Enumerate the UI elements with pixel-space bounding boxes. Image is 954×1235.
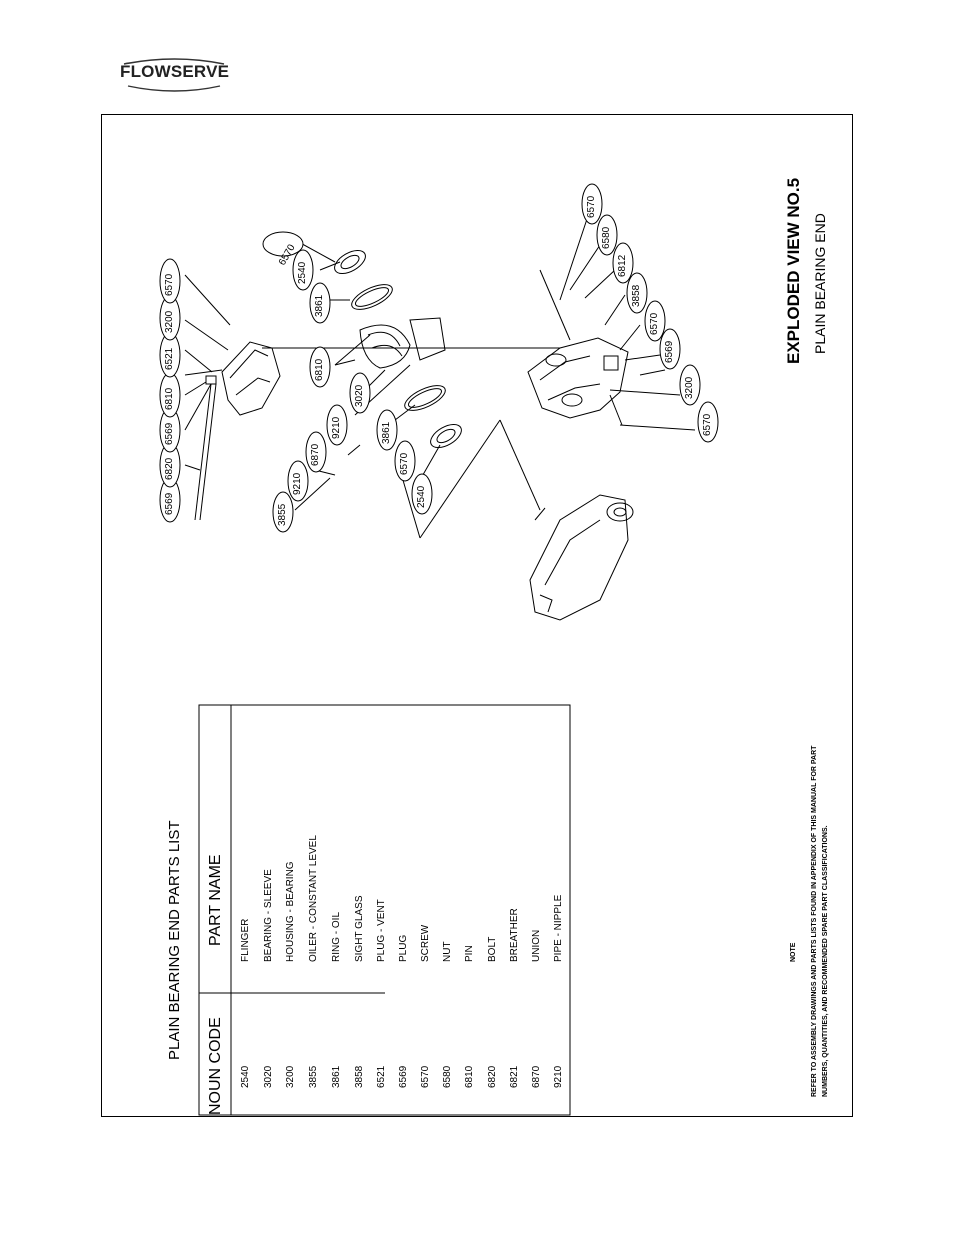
row-name: BEARING - SLEEVE	[263, 869, 274, 962]
callout-6569-a: 6569	[164, 492, 175, 515]
callout-6569-b: 6569	[164, 422, 175, 445]
callout-6810-b-bubble	[309, 346, 331, 388]
callout-6570-b-bubble	[262, 231, 304, 257]
row-code: 6521	[376, 1065, 387, 1088]
callout-6569-c-bubble	[659, 328, 681, 370]
callout-6570-a-bubble	[159, 258, 181, 304]
row-name: FLINGER	[240, 918, 251, 962]
callout-3020: 3020	[354, 384, 365, 407]
oil-ring-upper	[351, 284, 393, 310]
row-name: NUT	[442, 941, 453, 962]
callout-6570-f: 6570	[702, 413, 713, 436]
drawing-subtitle: PLAIN BEARING END	[812, 213, 828, 354]
flowserve-logo: FLOWSERVE	[120, 58, 230, 92]
row-name: PLUG	[398, 934, 409, 962]
bearing-sleeve-part	[359, 317, 446, 369]
callout-6810-b: 6810	[314, 358, 325, 381]
callout-6820: 6820	[164, 457, 175, 480]
row-name: BREATHER	[509, 908, 520, 962]
column-header-part-name: PART NAME	[207, 854, 224, 946]
pump-casing-part	[529, 494, 634, 621]
drawing-frame	[101, 114, 853, 1117]
callout-3858-bubble	[626, 272, 648, 314]
bearing-housing-part	[527, 269, 629, 419]
callout-6570-a: 6570	[164, 273, 175, 296]
callout-6570-d: 6570	[586, 195, 597, 218]
callout-3861-a-bubble	[309, 282, 331, 324]
callout-2540-b-bubble	[411, 473, 433, 515]
row-code: 2540	[240, 1065, 251, 1088]
row-code: 6870	[531, 1065, 542, 1088]
callout-6570-d-bubble	[581, 183, 603, 225]
row-name: BOLT	[487, 936, 498, 962]
callout-3020-bubble	[349, 372, 371, 414]
callout-3855: 3855	[277, 503, 288, 526]
row-code: 6810	[464, 1065, 475, 1088]
callout-bubbles	[159, 183, 719, 533]
column-header-noun-code: NOUN CODE	[207, 1017, 224, 1115]
callout-2540-a: 2540	[297, 261, 308, 284]
callout-9210-a: 9210	[331, 416, 342, 439]
row-code: 6820	[487, 1065, 498, 1088]
callout-6570-e: 6570	[649, 312, 660, 335]
flinger-ring-upper	[334, 249, 366, 275]
callout-3861-b-bubble	[376, 409, 398, 451]
logo-swoosh-icon	[123, 58, 225, 92]
callout-6570-c: 6570	[399, 452, 410, 475]
callout-6580: 6580	[601, 226, 612, 249]
row-code: 6569	[398, 1065, 409, 1088]
callout-3861-b: 3861	[381, 421, 392, 444]
callout-3858: 3858	[631, 284, 642, 307]
callout-2540-b: 2540	[416, 485, 427, 508]
row-name: PIN	[464, 945, 475, 962]
callout-6870-bubble	[305, 431, 327, 473]
callout-9210-b-bubble	[287, 460, 309, 502]
callout-6521: 6521	[164, 347, 175, 370]
row-name: SIGHT GLASS	[354, 895, 365, 962]
row-name: OILER - CONSTANT LEVEL	[308, 835, 319, 962]
row-code: 3858	[354, 1065, 365, 1088]
callout-6870: 6870	[310, 443, 321, 466]
callout-3855-bubble	[272, 491, 294, 533]
row-name: PIPE - NIPPLE	[553, 894, 564, 962]
callout-6570-f-bubble	[697, 401, 719, 443]
row-code: 3200	[285, 1065, 296, 1088]
row-code: 3855	[308, 1065, 319, 1088]
parts-list-title: PLAIN BEARING END PARTS LIST	[166, 820, 183, 1060]
callout-6569-c: 6569	[664, 340, 675, 363]
row-name: RING - OIL	[331, 911, 342, 962]
row-name: UNION	[531, 929, 542, 962]
row-code: 6821	[509, 1065, 520, 1088]
drawing-title: EXPLODED VIEW NO.5	[784, 177, 803, 364]
note-heading: NOTE	[790, 942, 797, 962]
parts-table-frame	[198, 704, 571, 1116]
callout-6812-bubble	[612, 242, 634, 284]
row-code: 3861	[331, 1065, 342, 1088]
row-name: SCREW	[420, 924, 431, 962]
note-line-2: NUMBERS, QUANTITIES, AND RECOMMENDED SPA…	[822, 825, 829, 1097]
callout-6570-e-bubble	[644, 300, 666, 342]
flinger-ring-lower	[430, 423, 462, 449]
callout-3200-b-bubble	[679, 364, 701, 406]
row-code: 6570	[420, 1065, 431, 1088]
row-name: HOUSING - BEARING	[285, 861, 296, 962]
callout-3200-a: 3200	[164, 310, 175, 333]
callout-3200-b: 3200	[684, 376, 695, 399]
callout-6580-bubble	[596, 214, 618, 256]
row-name: PLUG - VENT	[376, 899, 387, 962]
callout-9210-b: 9210	[292, 472, 303, 495]
callout-6812: 6812	[617, 254, 628, 277]
callout-9210-a-bubble	[326, 404, 348, 446]
oil-ring-lower	[404, 385, 446, 411]
row-code: 3020	[263, 1065, 274, 1088]
row-code: 9210	[553, 1065, 564, 1088]
note-line-1: REFER TO ASSEMBLY DRAWINGS AND PARTS LIS…	[811, 745, 818, 1097]
row-code: 6580	[442, 1065, 453, 1088]
callout-6570-c-bubble	[394, 440, 416, 482]
callout-6810-a: 6810	[164, 387, 175, 410]
logo-text: FLOWSERVE	[120, 62, 230, 81]
callout-2540-a-bubble	[292, 249, 314, 291]
callout-3861-a: 3861	[314, 294, 325, 317]
